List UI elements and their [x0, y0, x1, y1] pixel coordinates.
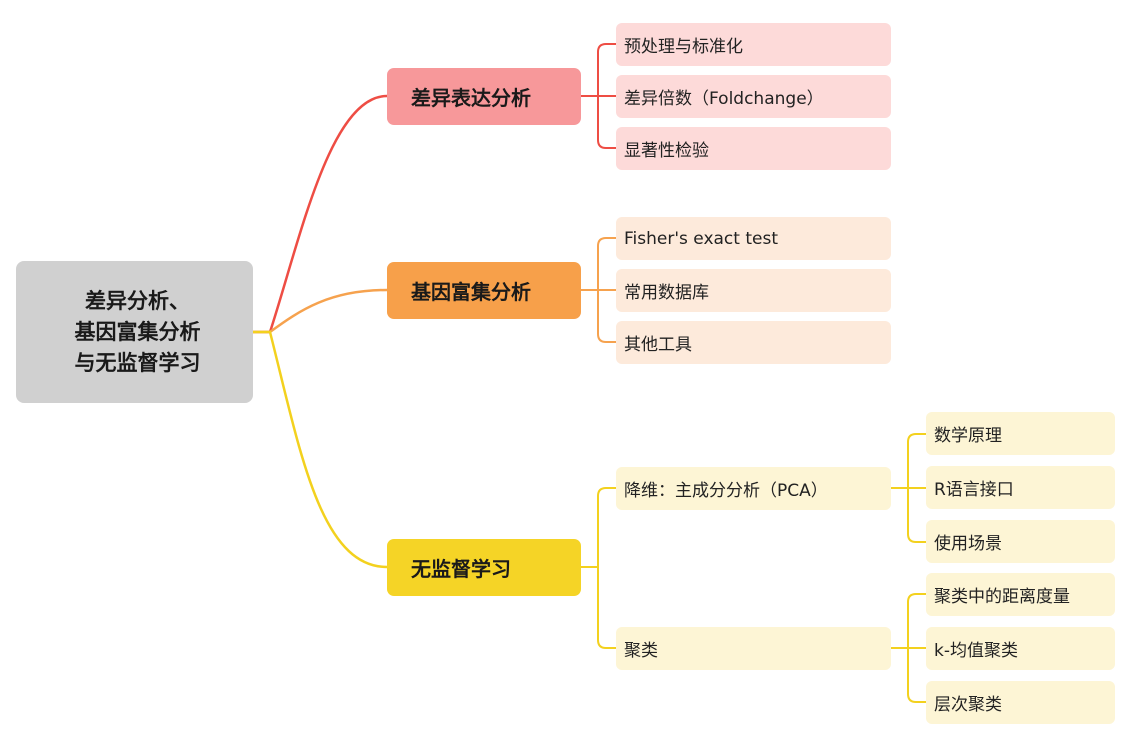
edge-enrichment-children: [581, 237, 616, 343]
leaf-hierarchical[interactable]: 层次聚类: [926, 681, 1115, 724]
leaf-other-tools[interactable]: 其他工具: [616, 321, 891, 364]
root-line-2: 基因富集分析: [74, 319, 201, 344]
leaf-use-cases[interactable]: 使用场景: [926, 520, 1115, 563]
branch-label: 基因富集分析: [411, 280, 531, 304]
edge-unsupervised-children: [581, 487, 616, 649]
branch-label: 无监督学习: [411, 557, 511, 581]
root-topic-text: 差异分析、 基因富集分析 与无监督学习: [75, 286, 201, 379]
leaf-label: 使用场景: [934, 534, 1002, 554]
edge-root-unsupervised: [253, 330, 388, 569]
leaf-pca[interactable]: 降维：主成分分析（PCA）: [616, 467, 891, 510]
edge-diff-expr-children: [581, 43, 616, 149]
leaf-preprocessing[interactable]: 预处理与标准化: [616, 23, 891, 66]
leaf-label: R语言接口: [934, 480, 1014, 500]
edge-pca-children: [891, 433, 926, 543]
leaf-fisher-test[interactable]: Fisher's exact test: [616, 217, 891, 260]
leaf-label: 显著性检验: [624, 141, 709, 161]
leaf-label: 聚类: [624, 641, 658, 661]
leaf-label: 差异倍数（Foldchange）: [624, 89, 824, 109]
leaf-clustering[interactable]: 聚类: [616, 627, 891, 670]
leaf-significance-test[interactable]: 显著性检验: [616, 127, 891, 170]
leaf-databases[interactable]: 常用数据库: [616, 269, 891, 312]
leaf-label: 其他工具: [624, 335, 692, 355]
branch-unsupervised-learning[interactable]: 无监督学习: [387, 539, 581, 596]
leaf-label: 数学原理: [934, 426, 1002, 446]
branch-diff-expression[interactable]: 差异表达分析: [387, 68, 581, 125]
branch-gene-enrichment[interactable]: 基因富集分析: [387, 262, 581, 319]
root-line-1: 差异分析、: [85, 288, 190, 313]
leaf-foldchange[interactable]: 差异倍数（Foldchange）: [616, 75, 891, 118]
leaf-kmeans[interactable]: k-均值聚类: [926, 627, 1115, 670]
edge-clustering-children: [891, 593, 926, 703]
leaf-label: 降维：主成分分析（PCA）: [624, 481, 828, 501]
leaf-label: 常用数据库: [624, 283, 709, 303]
root-line-3: 与无监督学习: [74, 350, 201, 375]
branch-label: 差异表达分析: [411, 86, 531, 110]
leaf-label: 层次聚类: [934, 695, 1002, 715]
leaf-label: k-均值聚类: [934, 641, 1018, 661]
leaf-distance-metrics[interactable]: 聚类中的距离度量: [926, 573, 1115, 616]
edge-root-diff-expr: [253, 94, 388, 334]
leaf-math-principle[interactable]: 数学原理: [926, 412, 1115, 455]
leaf-label: 预处理与标准化: [624, 37, 743, 57]
edge-root-enrichment: [253, 288, 388, 334]
root-topic[interactable]: 差异分析、 基因富集分析 与无监督学习: [16, 261, 253, 403]
leaf-label: Fisher's exact test: [624, 228, 778, 249]
leaf-r-interface[interactable]: R语言接口: [926, 466, 1115, 509]
leaf-label: 聚类中的距离度量: [934, 587, 1070, 607]
